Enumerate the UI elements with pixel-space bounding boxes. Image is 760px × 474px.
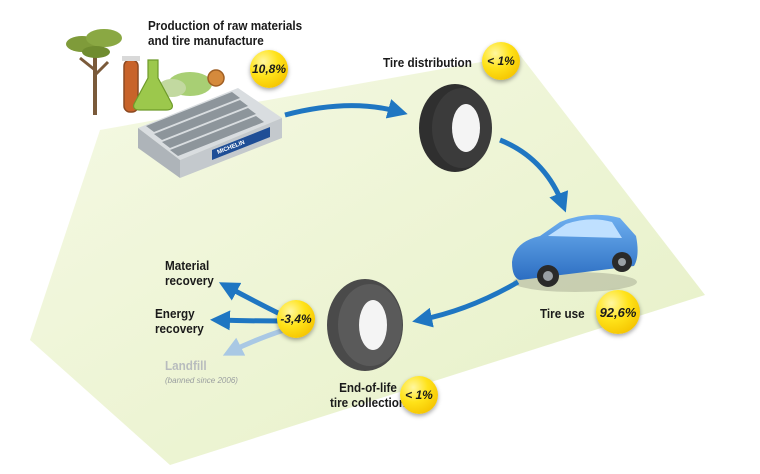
use-label: Tire use (540, 306, 585, 321)
landfill-note: (banned since 2006) (165, 376, 238, 385)
factory-icon (138, 88, 282, 178)
distribution-value-badge: < 1% (482, 42, 520, 80)
end-of-life-value-badge: -3,4% (277, 300, 315, 338)
landfill-label: Landfill (165, 358, 207, 373)
collection-label: End-of-life tire collection (329, 380, 407, 410)
arrow-production-to-distribution (284, 99, 408, 119)
arrow-to-energy-recovery (210, 310, 283, 331)
production-label: Production of raw materials and tire man… (148, 18, 303, 48)
end-of-life-tire-icon (327, 279, 403, 371)
material-recovery-label: Material recovery (165, 258, 214, 288)
use-value-badge: 92,6% (596, 290, 640, 334)
production-value-badge: 10,8% (250, 50, 288, 88)
raw-materials-icon (122, 56, 225, 113)
distribution-tire-icon (419, 84, 492, 172)
arrow-distribution-to-use (499, 137, 569, 213)
distribution-label: Tire distribution (383, 55, 472, 70)
energy-recovery-label: Energy recovery (155, 306, 204, 336)
collection-value-badge: < 1% (400, 376, 438, 414)
arrow-use-to-collection (412, 279, 520, 328)
tree-icon (66, 29, 122, 115)
car-icon (512, 214, 638, 292)
arrow-to-landfill (222, 327, 285, 356)
